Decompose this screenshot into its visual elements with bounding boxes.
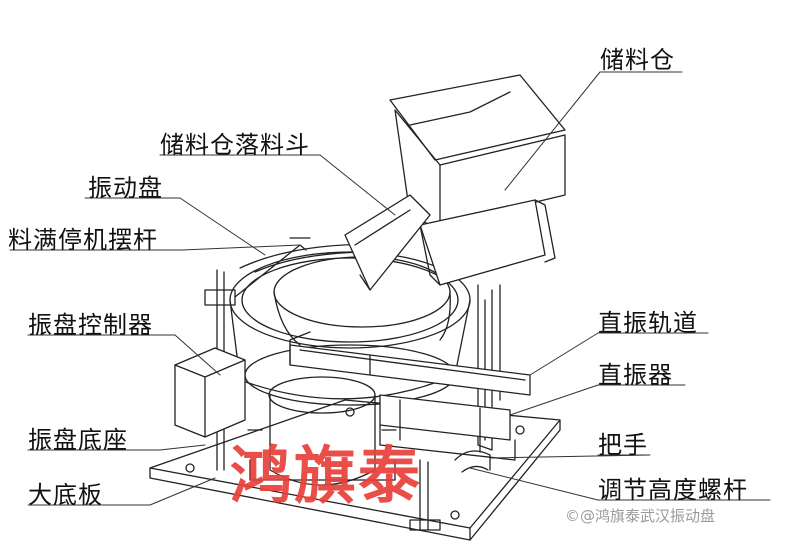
controller-box-shape xyxy=(174,347,246,438)
label-height-screw: 调节高度螺杆 xyxy=(598,476,748,504)
hopper-shape xyxy=(389,74,566,231)
bowl-base-shape xyxy=(247,376,397,486)
label-full-stop-lever: 料满停机摆杆 xyxy=(8,226,158,254)
label-hopper: 储料仓 xyxy=(600,46,675,74)
label-linear-vibrator: 直振器 xyxy=(598,361,673,389)
chute-housing-shape xyxy=(419,199,556,286)
label-hopper-chute: 储料仓落料斗 xyxy=(160,131,310,159)
label-vibratory-bowl: 振动盘 xyxy=(88,174,163,202)
watermark-logo: 鸿旗泰 xyxy=(230,439,423,512)
height-screw-shape xyxy=(409,459,441,531)
handle-shape xyxy=(454,450,491,473)
label-linear-track: 直振轨道 xyxy=(598,309,698,337)
label-bowl-base: 振盘底座 xyxy=(28,426,128,454)
label-handle: 把手 xyxy=(598,431,648,459)
linear-track-shape xyxy=(289,331,531,396)
hopper-chute-shape xyxy=(344,194,431,291)
credit-text: ©@鸿旗泰武汉振动盘 xyxy=(565,507,716,525)
linear-vibrator-shape xyxy=(379,394,516,461)
label-bowl-controller: 振盘控制器 xyxy=(28,311,153,339)
label-base-plate: 大底板 xyxy=(28,481,103,509)
leader-lines xyxy=(9,71,771,506)
